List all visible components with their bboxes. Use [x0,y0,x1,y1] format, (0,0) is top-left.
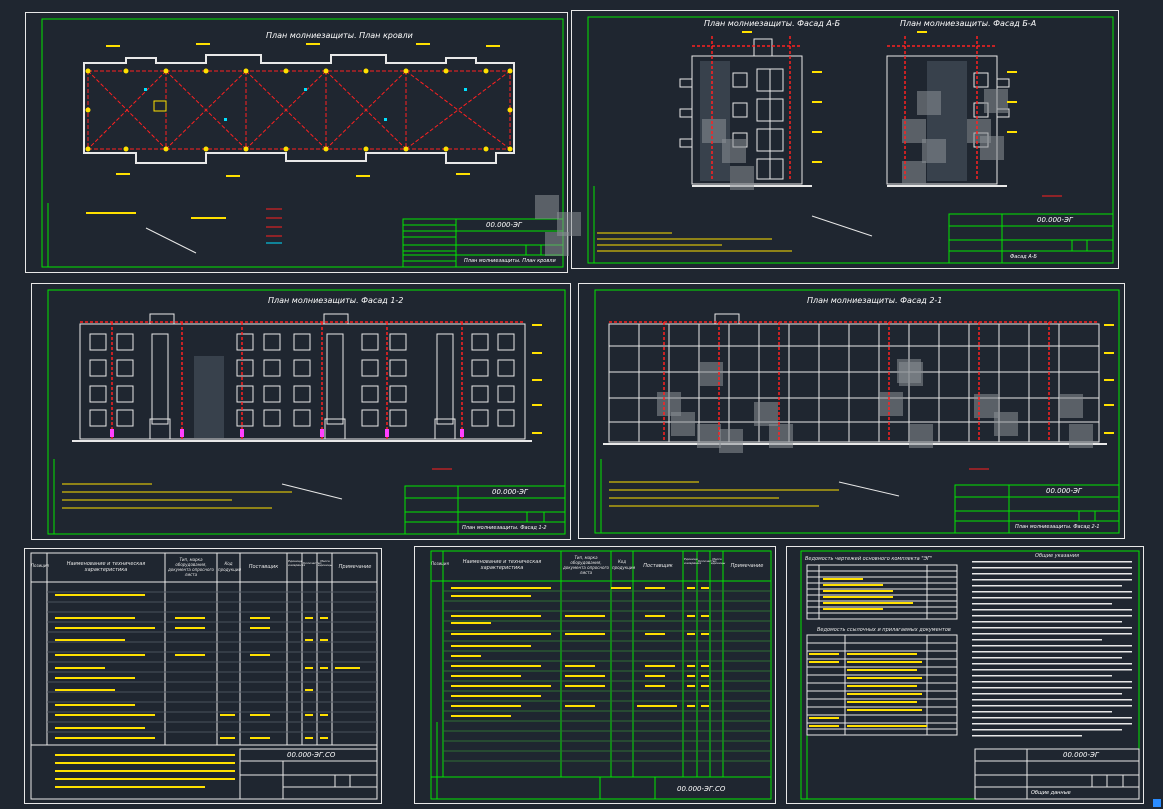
facade-12-name: План молниезащиты. Фасад 1-2 [462,525,547,531]
facade-ab-drawing [587,16,1114,264]
facade-ab-code: 00.000-ЭГ [1037,216,1073,224]
general-notes-title: Общие указания [1035,553,1079,559]
viewport-nav-handle[interactable] [1153,799,1161,807]
general-data-drawing [800,550,1140,800]
facade-12-title: План молниезащиты. Фасад 1-2 [268,296,404,305]
sheet-facade-ab[interactable]: План молниезащиты. Фасад А-Б План молние… [571,10,1119,269]
general-data-code: 00.000-ЭГ [1063,751,1099,759]
spec-2-col-supplier: Поставщик [643,563,673,569]
facade-21-code: 00.000-ЭГ [1046,487,1082,495]
facade-ab-name: Фасад А-Б [1010,254,1037,260]
spec-2-col-position: Позиция [431,561,449,566]
sheet-roof-plan[interactable]: План молниезащиты. План кровли 00.000-ЭГ… [25,12,568,273]
spec-1-col-unit: Единица измерения [288,559,306,567]
overlay-marker [535,195,559,219]
overlay-marker [545,232,569,256]
spec-2-col-note: Примечание [730,563,764,569]
sheet-facade-12[interactable]: План молниезащиты. Фасад 1-2 00.000-ЭГ П… [31,283,571,540]
spec-1-code: 00.000-ЭГ.СО [287,751,336,759]
facade-b-a-title: План молниезащиты. Фасад Б-А [900,19,1037,28]
sheet-spec-2[interactable]: Позиция Наименование и техническая харак… [414,546,776,804]
roof-plan-drawing [41,18,564,268]
spec-1-col-position: Позиция [31,563,49,568]
sheet-facade-21[interactable]: План молниезащиты. Фасад 2-1 00.000-ЭГ П… [578,283,1125,539]
spec-1-col-type: Тип, марка оборудования, документа опрос… [167,557,214,577]
drawing-list-title: Ведомость чертежей основного комплекта "… [805,556,933,562]
spec-2-col-mass: Масса единицы [711,557,726,565]
spec-2-col-code: Код продукции [612,559,636,570]
spec-1-table [30,552,378,800]
spec-1-col-name: Наименование и техническая характеристик… [66,561,146,573]
roof-plan-title: План молниезащиты. План кровли [266,31,413,40]
spec-1-col-code: Код продукции [218,561,242,572]
spec-2-col-unit: Единица измерения [684,557,702,565]
spec-2-code: 00.000-ЭГ.СО [677,785,726,793]
facade-12-code: 00.000-ЭГ [492,488,528,496]
spec-1-col-note: Примечание [338,564,372,570]
facade-a-b-title: План молниезащиты. Фасад А-Б [704,19,841,28]
spec-2-col-type: Тип, марка оборудования, документа опрос… [562,555,609,575]
sheet-general-data[interactable]: Ведомость чертежей основного комплекта "… [786,546,1144,804]
general-data-name: Общие данные [1031,790,1071,796]
spec-1-col-mass: Масса единицы [318,559,333,567]
spec-1-col-supplier: Поставщик [248,564,279,570]
facade-21-name: План молниезащиты. Фасад 2-1 [1015,524,1100,530]
spec-1-col-qty: Количество [303,561,322,565]
spec-2-col-qty: Количество [698,559,717,563]
facade-21-drawing [594,289,1120,534]
roof-plan-name: План молниезащиты. План кровли [464,258,556,264]
facade-12-drawing [47,289,566,535]
reference-docs-title: Ведомость ссылочных и прилагаемых докуме… [817,627,951,633]
facade-21-title: План молниезащиты. Фасад 2-1 [807,296,943,305]
sheet-spec-1[interactable]: Позиция Наименование и техническая харак… [24,548,382,804]
spec-2-table [430,550,772,800]
roof-plan-code: 00.000-ЭГ [486,221,522,229]
spec-2-col-name: Наименование и техническая характеристик… [462,559,542,571]
